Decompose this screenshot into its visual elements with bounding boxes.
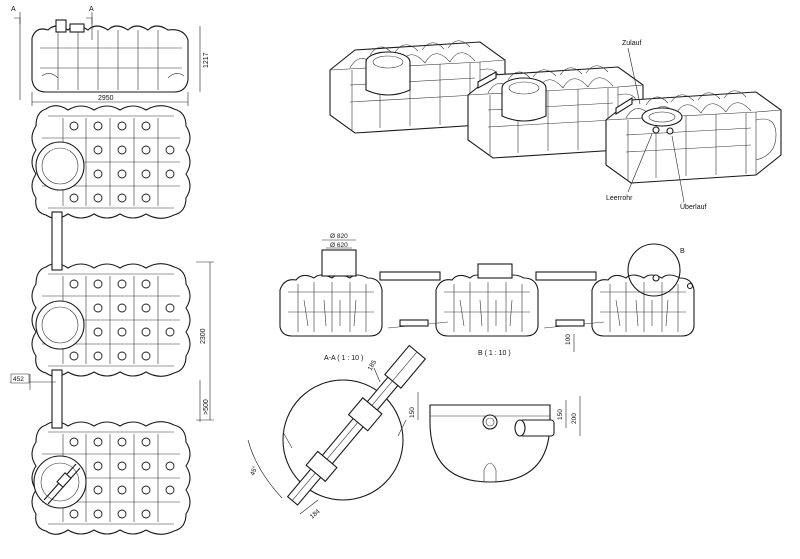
dim-length: 2950 [98, 95, 114, 102]
manhole-2 [35, 300, 85, 350]
dim-height: 1217 [203, 52, 210, 68]
isometric-view [329, 40, 782, 184]
label-section-view: A-A ( 1 : 10 ) [324, 355, 363, 362]
section-a-a [282, 344, 427, 506]
dim-detail-c: 200 [571, 413, 578, 424]
side-view-large [279, 243, 695, 337]
dim-detail-b: 150 [557, 409, 564, 420]
label-detail-callout: B [680, 248, 685, 255]
label-detail-view: B ( 1 : 10 ) [478, 350, 511, 357]
dim-dia-inner: Ø 620 [330, 242, 348, 249]
side-view-small [14, 12, 201, 106]
section-mark-left: A [11, 6, 16, 13]
top-view-column [31, 105, 191, 535]
dim-pipe-end: 184 [309, 508, 322, 521]
dim-pipe-offset: 452 [13, 376, 24, 383]
label-empty-pipe: Leerrohr [606, 195, 633, 202]
detail-b [429, 404, 555, 483]
dim-spacing-min: >500 [203, 399, 210, 415]
dim-base-gap: 100 [565, 334, 572, 345]
dim-detail-a: 150 [409, 407, 416, 418]
label-inlet: Zulauf [622, 40, 642, 47]
dim-angle: 45° [248, 464, 259, 476]
dim-pipe-len: 185 [367, 359, 379, 372]
section-mark-right: A [89, 6, 94, 13]
dim-module-pitch: 2300 [200, 328, 207, 344]
label-overflow: Überlauf [680, 203, 707, 211]
dim-dia-outer: Ø 820 [330, 233, 348, 240]
manhole-1 [35, 141, 85, 191]
